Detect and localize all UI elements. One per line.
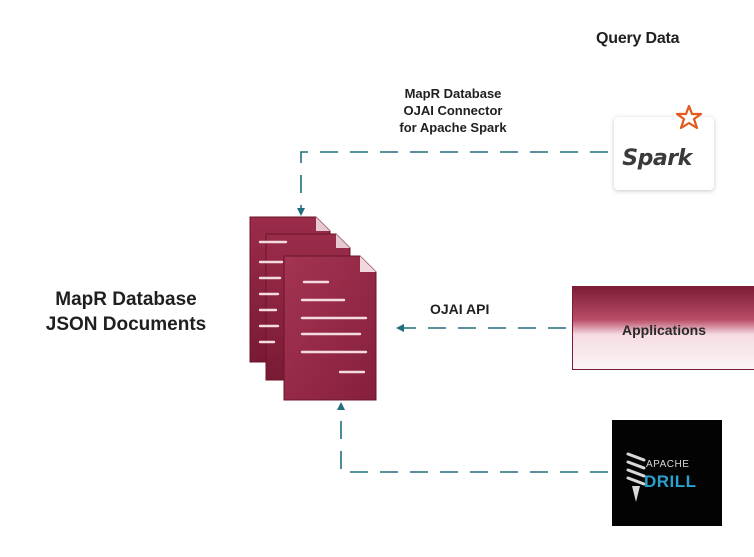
query-data-title: Query Data: [596, 30, 680, 47]
drill-bit-icon: [626, 452, 646, 502]
spark-connector-line: [297, 151, 608, 216]
connector-label-line3: for Apache Spark: [399, 120, 507, 135]
drill-connector-line: [337, 402, 608, 473]
documents-title: MapR Database JSON Documents: [20, 287, 232, 337]
drill-wordmark: DRILL: [644, 472, 697, 491]
connector-label-line1: MapR Database: [404, 86, 502, 101]
spark-star-icon: [676, 105, 702, 130]
documents-title-line2: JSON Documents: [45, 314, 207, 335]
applications-box: Applications: [572, 286, 754, 370]
connector-label-line2: OJAI Connector: [403, 103, 503, 118]
json-documents-icon: [249, 216, 377, 401]
documents-title-line1: MapR Database: [55, 289, 197, 310]
apache-drill-logo: APACHE DRILL: [612, 420, 722, 526]
spark-wordmark: Spark: [622, 146, 692, 171]
spark-logo-box: Spark: [614, 105, 714, 190]
ojai-api-label: OJAI API: [430, 301, 490, 317]
drill-apache-text: APACHE: [646, 459, 690, 470]
spark-connector-label: MapR Database OJAI Connector for Apache …: [380, 85, 526, 136]
applications-label: Applications: [621, 322, 706, 338]
